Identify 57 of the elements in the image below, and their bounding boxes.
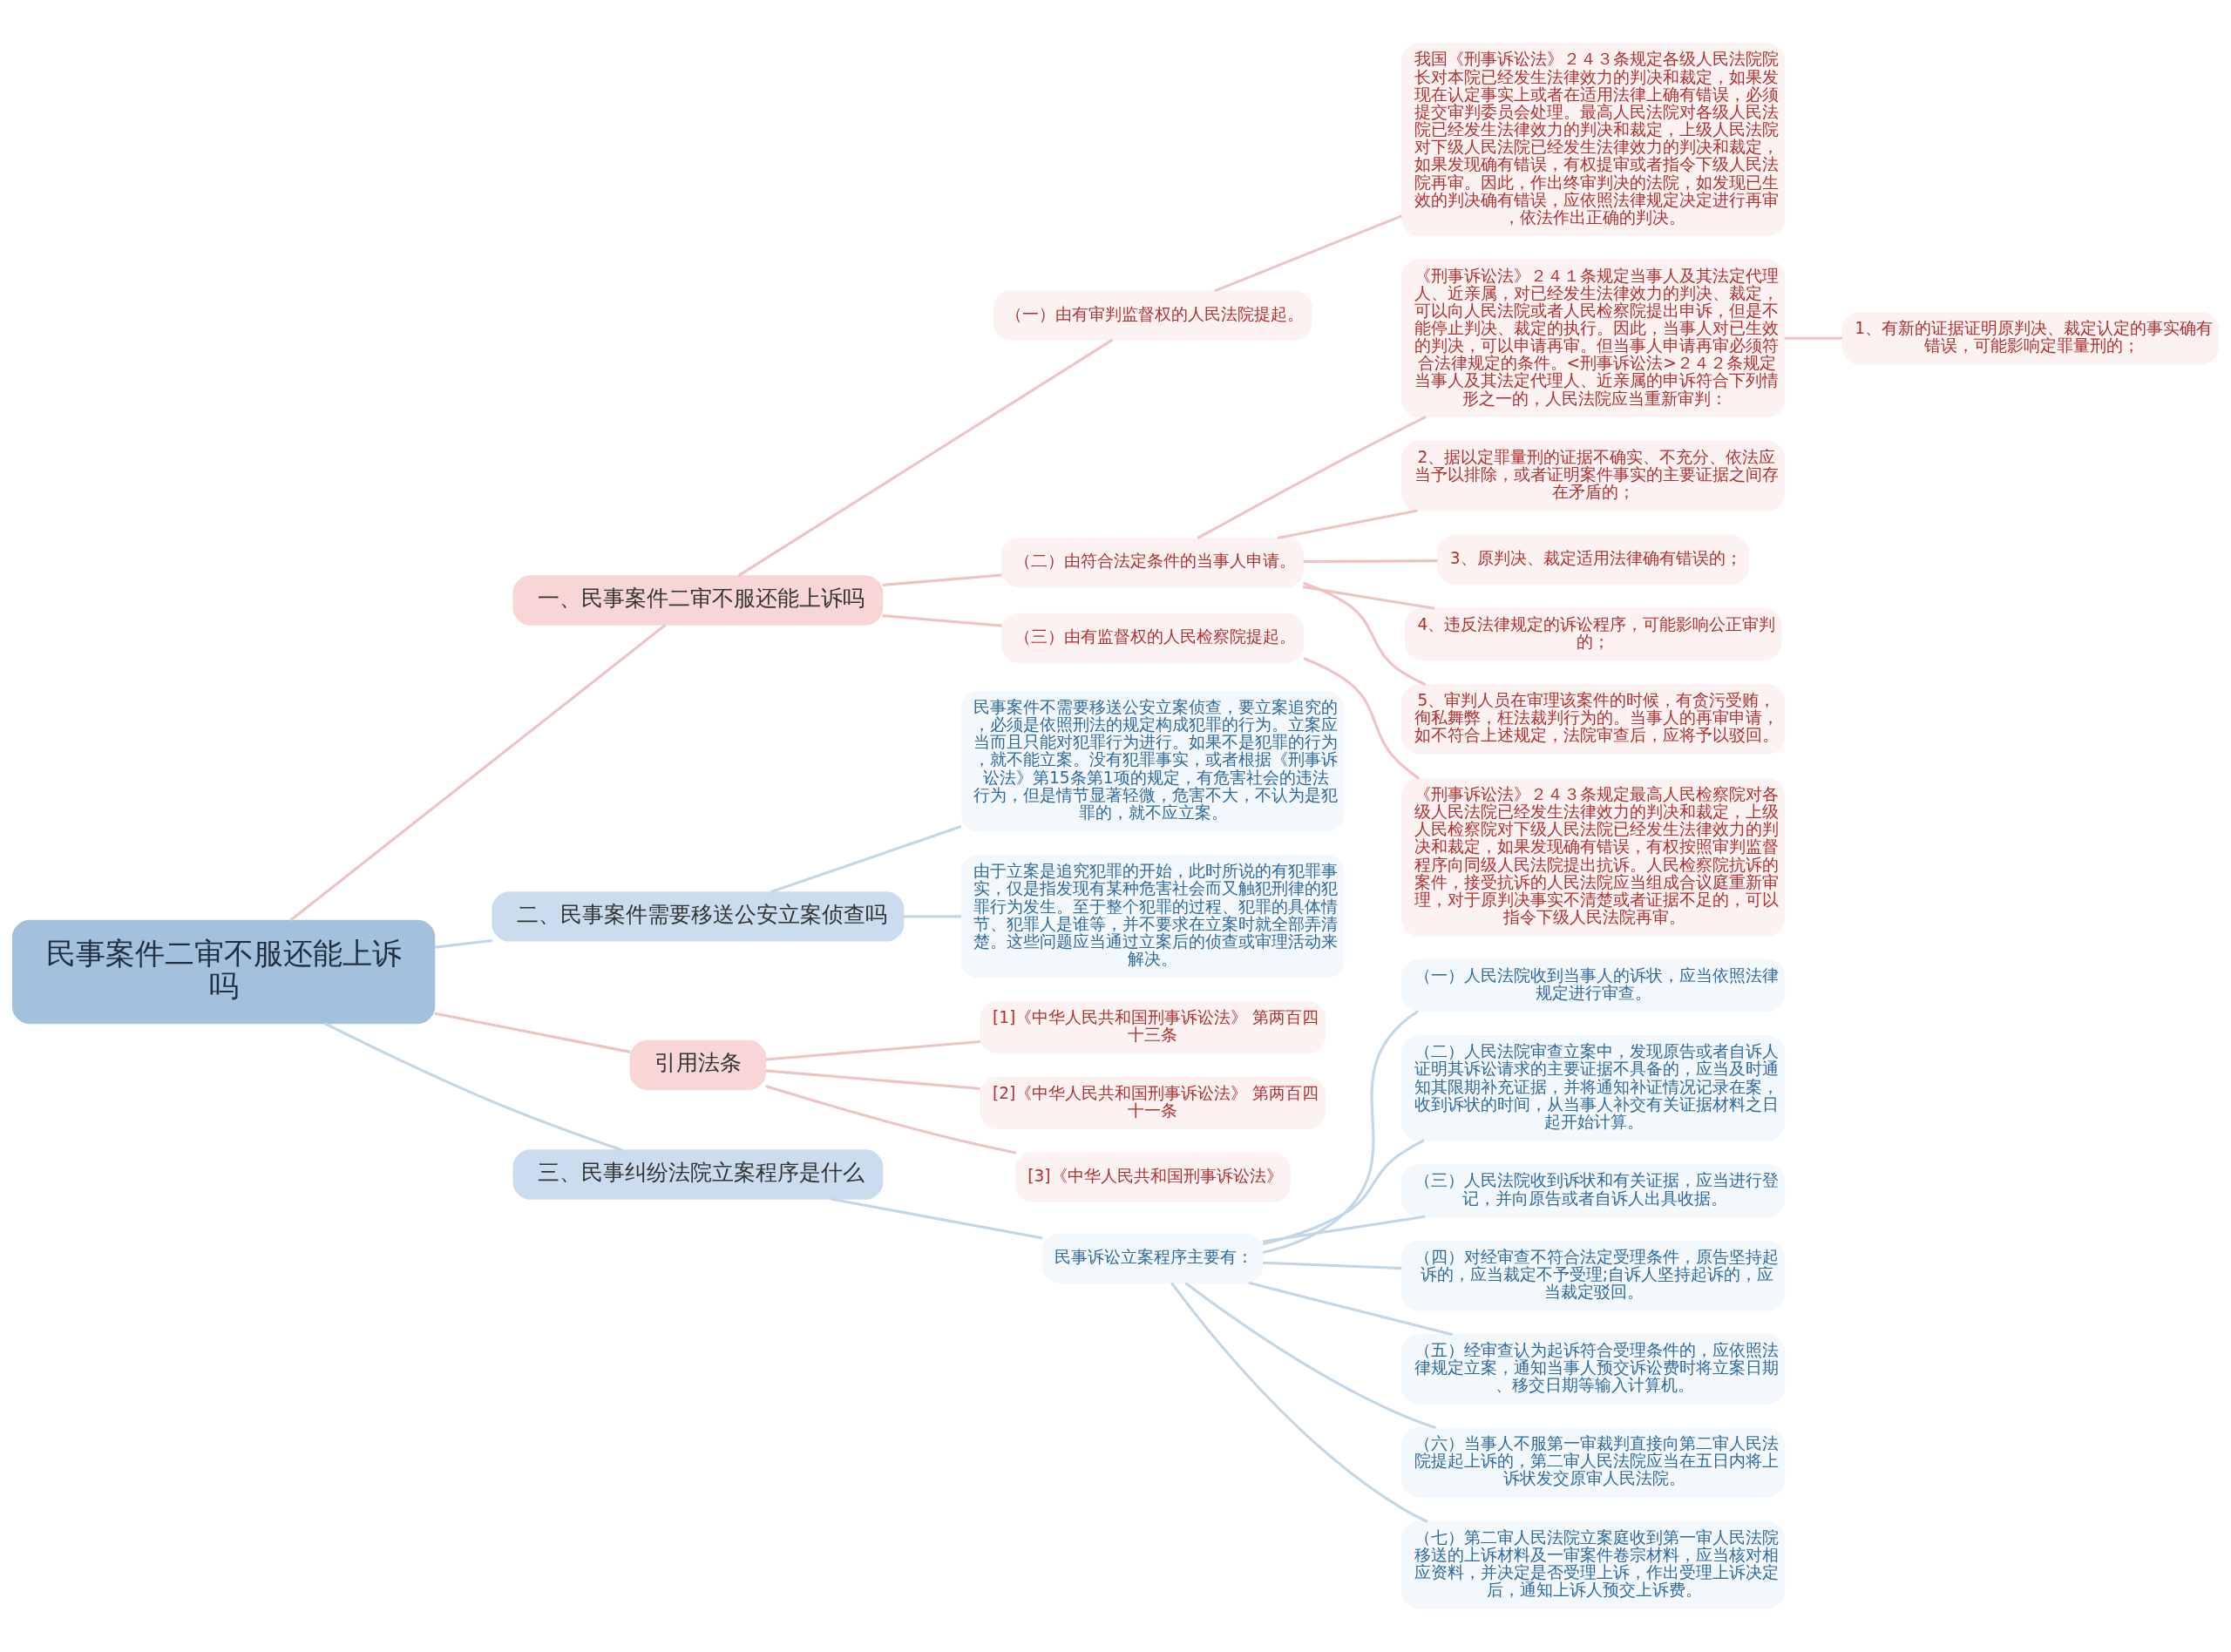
- node-box: （七）第二审人民法院立案庭收到第一审人民法院移送的上诉材料及一审案件卷宗材料，应当核对相应资料，并决定是否受理上诉，作出受理上诉决定后，通知上诉人预交上诉费。: [1400, 1520, 1786, 1609]
- node-box: 4、违反法律规定的诉讼程序，可能影响公正审判的；: [1404, 607, 1782, 661]
- node-box: [3]《中华人民共和国刑事诉讼法》: [1014, 1152, 1291, 1202]
- connector: [1248, 1281, 1454, 1337]
- node-box: 一、民事案件二审不服还能上诉吗: [512, 575, 884, 626]
- node-box: 民事诉讼立案程序主要有：: [1041, 1233, 1264, 1283]
- node-box: 我国《刑事诉讼法》２４３条规定各级人民法院院长对本院已经发生法律效力的判决和裁定，如果发现在认定事实上或者在适用法律上确有错误，必须提交审判委员会处理。最高人民法院对各级人民法院已经发生法律效力的判决和裁定，上级人民法院对下级人民法院已经发生法律效力的判决和裁定，如果发现确有错误，有权提审或者指令下级人民法院再审。因此，作出终审判决的法院，如发现已生效的判决确有错误，应依照法律规定决定进行再审，依法作出正确的判决。: [1400, 43, 1786, 237]
- node-box: （一）由有审判监督权的人民法院提起。: [993, 290, 1312, 341]
- connector: [1303, 559, 1438, 564]
- node-box: 民事案件不需要移送公安立案侦查，要立案追究的，必须是依照刑法的规定构成犯罪的行为。立案应当而且只能对犯罪行为进行。如果不是犯罪的行为，就不能立案。没有犯罪事实，或者根据《刑事诉讼法》第15条第1项的规定，有危害社会的违法行为，但是情节显著轻微，危害不大，不认为是犯罪的，就不应立案。: [960, 690, 1345, 832]
- node-box: [2]《中华人民共和国刑事诉讼法》 第两百四十一条: [980, 1076, 1326, 1130]
- connector: [1262, 1139, 1425, 1246]
- connector: [1262, 1215, 1426, 1243]
- connector: [1303, 657, 1421, 780]
- connector: [1214, 214, 1402, 293]
- node-box: 2、据以定罪量刑的证据不确实、不充分、依法应当予以排除，或者证明案件事实的主要证据之间存在矛盾的；: [1400, 441, 1786, 511]
- connector: [1302, 586, 1435, 610]
- connector: [434, 938, 493, 949]
- connector: [1170, 1282, 1428, 1523]
- node-box: 《刑事诉讼法》２４１条规定当事人及其法定代理人、近亲属，对已经发生法律效力的判决、裁定，可以向人民法院或者人民检察院提出申诉，但是不能停止判决、裁定的执行。因此，当事人对已生效的判决，可以申请再审。但当事人申请再审必须符合法律规定的条件。<刑事诉讼法>２４２条规定当事人及其法定代理人、近亲属的申诉符合下列情形之一的，人民法院应当重新审判：: [1400, 259, 1786, 417]
- node-box: （四）对经审查不符合法定受理条件，原告坚持起诉的，应当裁定不予受理;自诉人坚持起诉的，应当裁定驳回。: [1400, 1241, 1786, 1311]
- node-box: （一）人民法院收到当事人的诉状，应当依照法律规定进行审查。: [1400, 958, 1786, 1012]
- connector: [1197, 415, 1427, 540]
- connector: [903, 915, 961, 918]
- connector: [1262, 1261, 1402, 1270]
- node-box: （三）人民法院收到诉状和有关证据，应当进行登记，并向原告或者自诉人出具收据。: [1400, 1164, 1786, 1217]
- connector: [882, 614, 1002, 627]
- node-box: （五）经审查认为起诉符合受理条件的，应依照法律规定立案，通知当事人预交诉讼费时将立案日期、移交日期等输入计算机。: [1400, 1334, 1786, 1405]
- connector: [434, 1012, 631, 1053]
- connector: [1784, 336, 1842, 340]
- node-box: （三）由有监督权的人民检察院提起。: [1000, 613, 1305, 664]
- connector: [765, 1069, 980, 1090]
- connector: [1262, 1010, 1419, 1254]
- node-box: 5、审判人员在审理该案件的时候，有贪污受贿，徇私舞弊，枉法裁判行为的。当事人的再审申请，如不符合上述规定，法院审查后，应将予以驳回。: [1400, 684, 1786, 755]
- connector: [770, 825, 962, 894]
- connector: [289, 624, 667, 922]
- node-box: （二）人民法院审查立案中，发现原告或者自诉人证明其诉讼请求的主要证据不具备的，应当及时通知其限期补充证据，并将通知补证情况记录在案，收到诉状的时间，从当事人补交有关证据材料之日起开始计算。: [1400, 1035, 1786, 1141]
- node-box: 由于立案是追究犯罪的开始，此时所说的有犯罪事实，仅是指发现有某种危害社会而又触犯刑律的犯罪行为发生。至于整个犯罪的过程、犯罪的具体情节、犯罪人是谁等，并不要求在立案时就全部弄清楚。这些问题应当通过立案后的侦查或审理活动来解决。: [960, 855, 1345, 978]
- connector: [737, 338, 1114, 578]
- node-box: 引用法条: [629, 1039, 767, 1091]
- connector: [765, 1039, 980, 1061]
- connector: [1303, 581, 1427, 687]
- connector: [882, 573, 1002, 586]
- connector: [1184, 1282, 1436, 1430]
- node-box: 1、有新的证据证明原判决、裁定认定的事实确有错误，可能影响定罪量刑的；: [1841, 312, 2220, 365]
- node-box: 3、原判决、裁定适用法律确有错误的；: [1437, 534, 1750, 586]
- connector: [765, 1085, 1017, 1154]
- connector: [1277, 509, 1418, 540]
- node-box: 三、民事纠纷法院立案程序是什么: [512, 1149, 884, 1200]
- node-box: （二）由符合法定条件的当事人申请。: [1000, 537, 1305, 588]
- node-box: 民事案件二审不服还能上诉吗: [11, 919, 436, 1025]
- node-box: 《刑事诉讼法》２４３条规定最高人民检察院对各级人民法院已经发生法律效力的判决和裁定，上级人民检察院对下级人民法院已经发生法律效力的判决和裁定，如果发现确有错误，有权按照审判监督程序向同级人民法院提出抗诉。人民检察院抗诉的案件，接受抗诉的人民法院应当组成合议庭重新审理，对于原判决事实不清楚或者证据不足的，可以指令下级人民法院再审。: [1400, 777, 1786, 937]
- node-box: 二、民事案件需要移送公安立案侦查吗: [492, 891, 905, 942]
- connector: [324, 1022, 623, 1152]
- node-box: [1]《中华人民共和国刑事诉讼法》 第两百四十三条: [980, 1000, 1326, 1054]
- node-box: （六）当事人不服第一审裁判直接向第二审人民法院提起上诉的，第二审人民法院应当在五日内将上诉状发交原审人民法院。: [1400, 1427, 1786, 1498]
- connector: [830, 1197, 1043, 1240]
